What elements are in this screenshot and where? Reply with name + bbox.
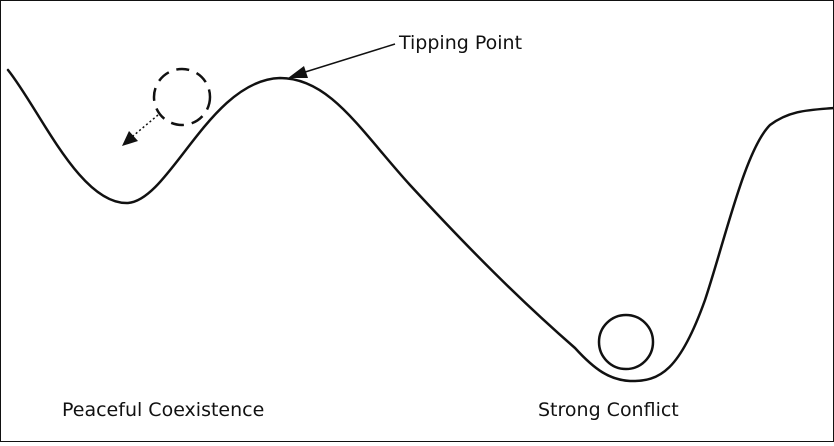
landscape-curve xyxy=(6,68,834,383)
tipping-point-arrow-head xyxy=(288,66,308,78)
dotted-arrow-head xyxy=(122,131,138,146)
label-peaceful-coexistence: Peaceful Coexistence xyxy=(62,399,264,421)
label-tipping-point: Tipping Point xyxy=(398,32,522,54)
tipping-point-pointer-line xyxy=(301,43,396,74)
solid-ball xyxy=(597,313,655,371)
dotted-arrow-line xyxy=(132,114,159,137)
dashed-ball xyxy=(152,67,212,127)
label-strong-conflict: Strong Conflict xyxy=(538,399,679,421)
